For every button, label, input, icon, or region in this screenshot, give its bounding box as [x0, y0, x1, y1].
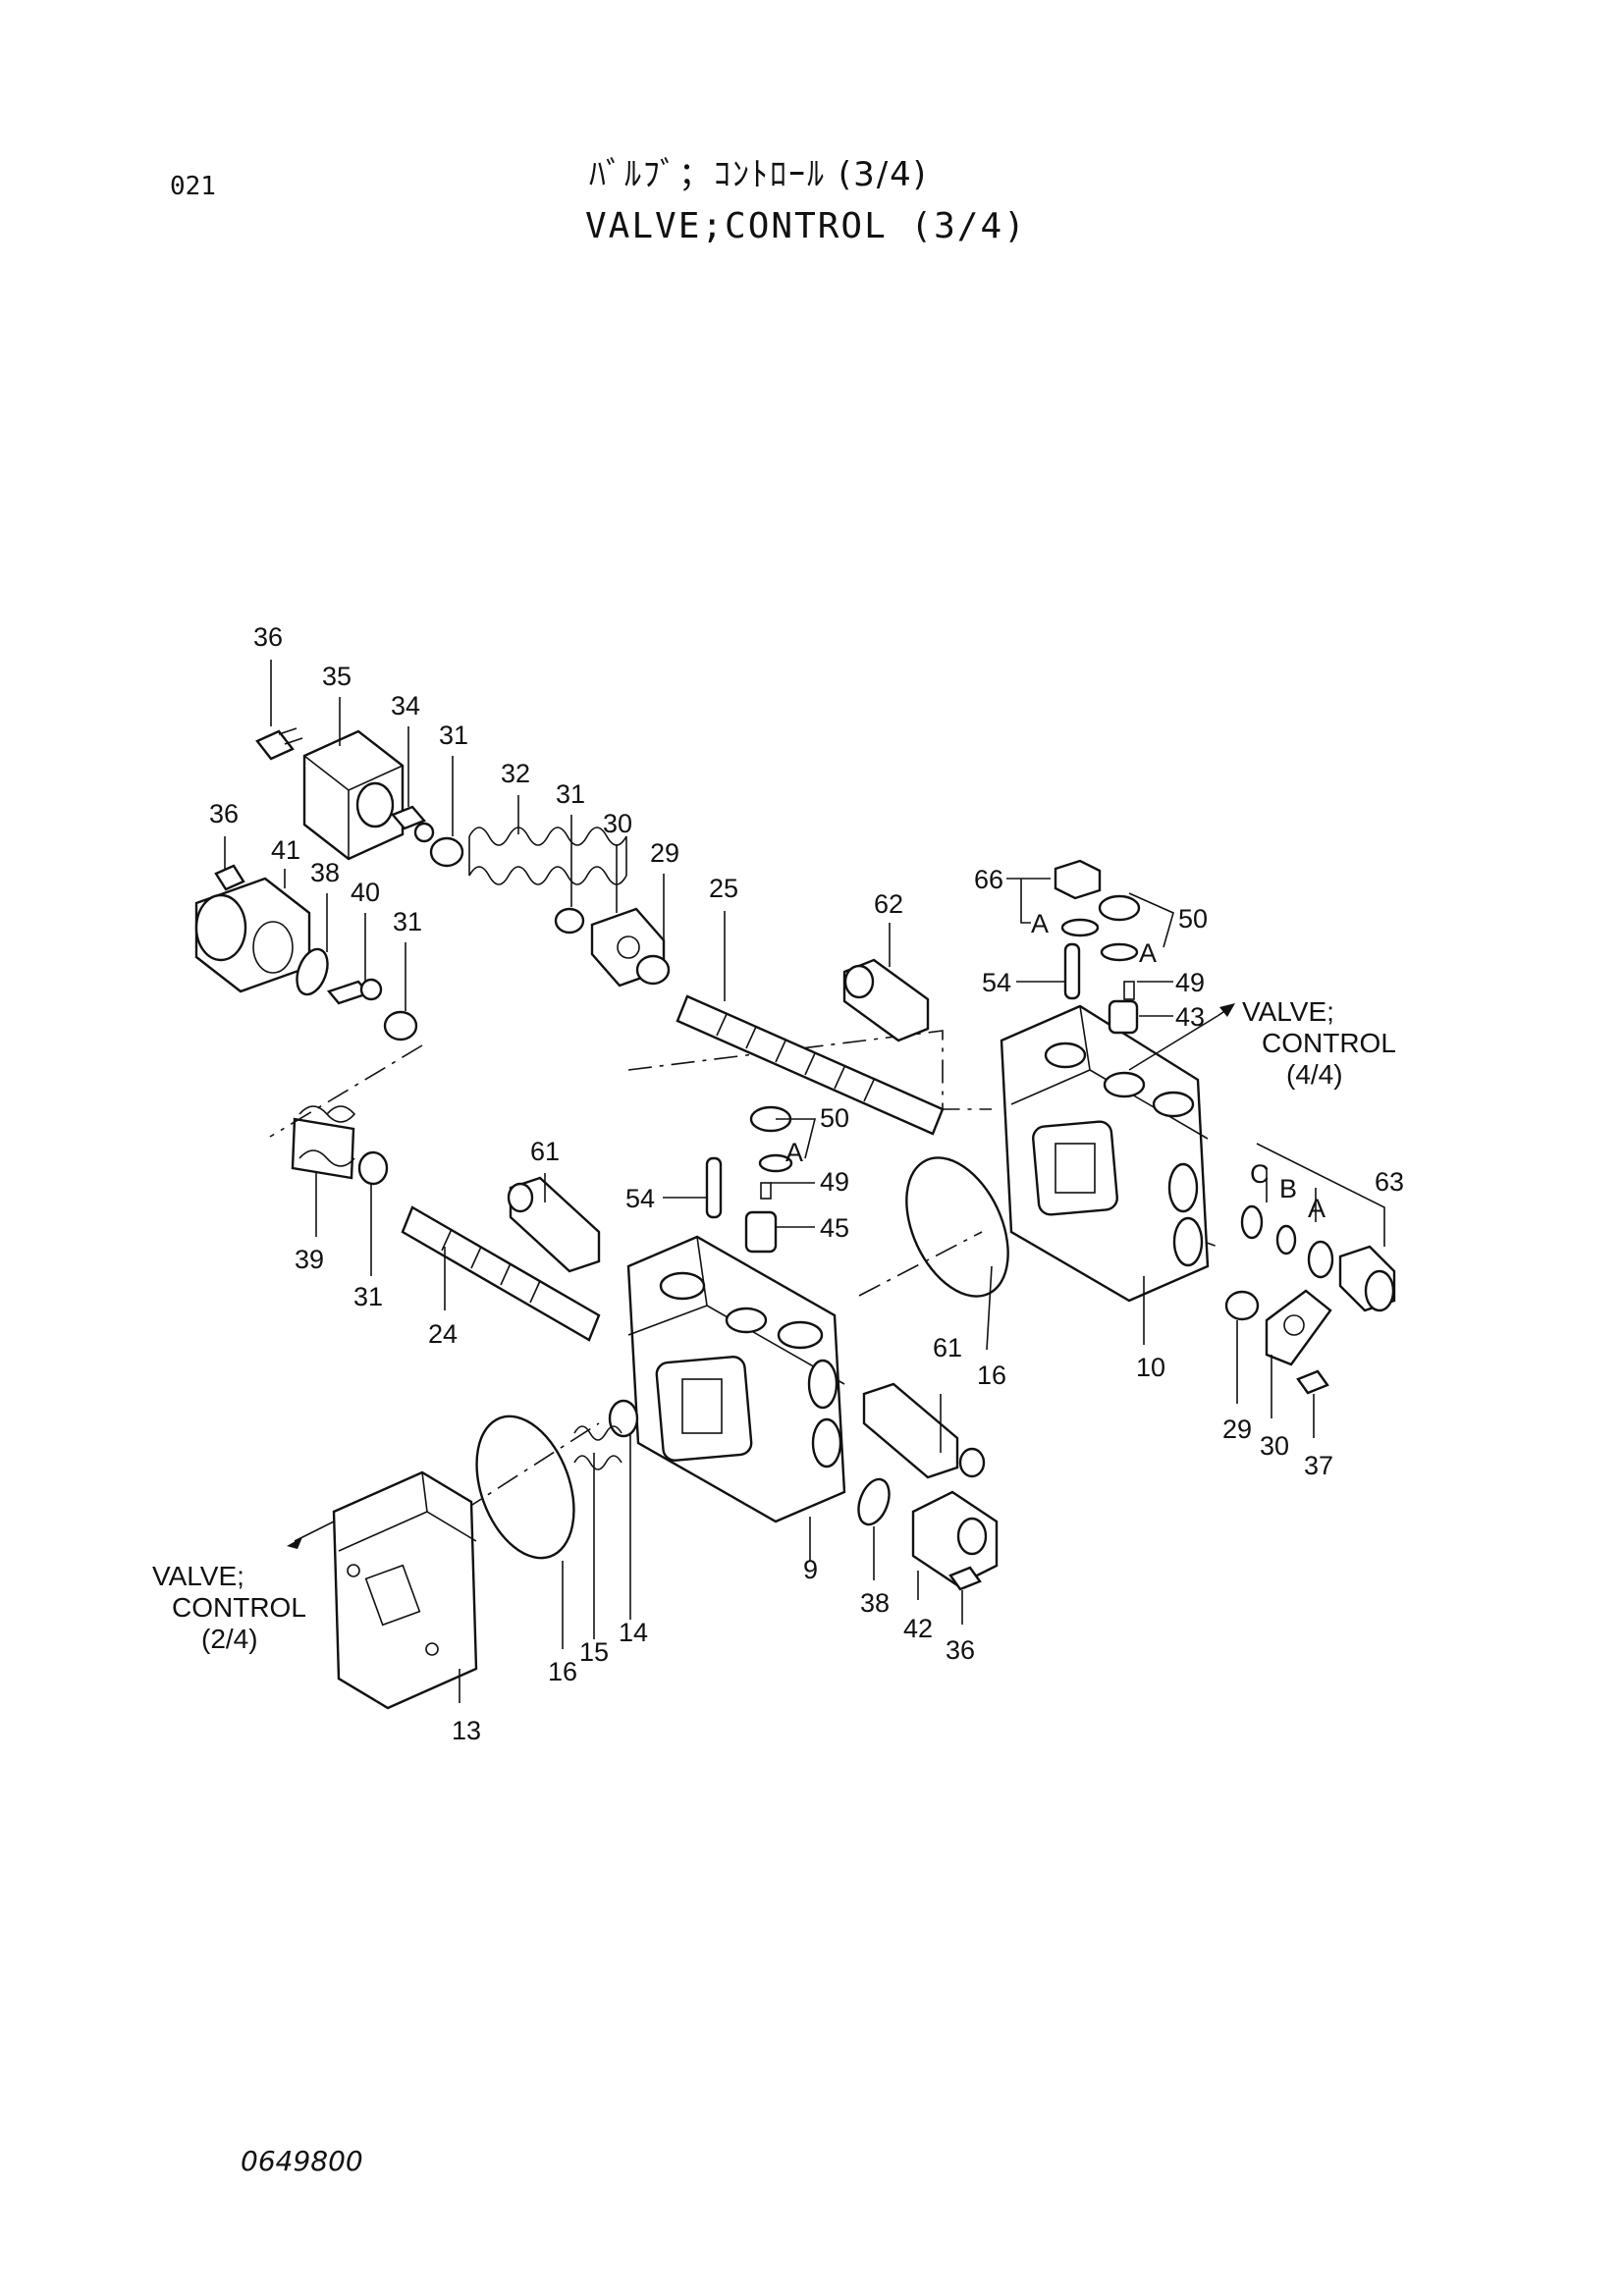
callout-42: 42: [903, 1614, 933, 1643]
valve-body-10: [1000, 1004, 1210, 1303]
callout-36c: 36: [946, 1635, 975, 1665]
callout-63: 63: [1375, 1167, 1404, 1197]
upper-spring-assembly: [255, 727, 671, 988]
callout-49b: 49: [820, 1167, 849, 1197]
plug-62: [842, 958, 930, 1042]
callout-31a: 31: [439, 721, 468, 750]
callout-30b: 30: [1260, 1431, 1289, 1461]
callout-10: 10: [1136, 1353, 1165, 1382]
callout-38a: 38: [310, 858, 340, 887]
title-japanese: ﾊﾞﾙﾌﾞ；ｺﾝﾄﾛｰﾙ (3/4): [589, 155, 929, 194]
lower-right-cap: [857, 1477, 999, 1591]
callout-49a: 49: [1175, 968, 1205, 997]
callout-34: 34: [391, 691, 420, 721]
callout-labels: 36 35 34 31 32 31 30 29 25 36 41 38 40 3…: [209, 622, 1404, 1745]
callout-61a: 61: [530, 1137, 560, 1166]
callout-45: 45: [820, 1213, 849, 1243]
document-code: 0649800: [241, 2145, 363, 2177]
oring-16-upper: [905, 1156, 1009, 1298]
spring-32: [468, 827, 627, 885]
xref-valve-control-2-4: VALVE; CONTROL (2/4): [152, 1561, 306, 1654]
middle-top-parts: [705, 1105, 793, 1254]
callout-36a: 36: [253, 622, 283, 652]
xref-valve-control-4-4: VALVE; CONTROL (4/4): [1242, 996, 1396, 1090]
page-number: 021: [170, 172, 216, 201]
leader-lines: [224, 660, 1385, 1703]
valve-body-9: [626, 1235, 846, 1523]
callout-9: 9: [803, 1555, 818, 1584]
callout-31c: 31: [393, 907, 422, 936]
callout-25: 25: [709, 874, 738, 903]
callout-50a: 50: [1178, 904, 1208, 934]
callout-C: C: [1250, 1159, 1270, 1189]
callout-39: 39: [295, 1245, 324, 1274]
left-cap-assembly: [194, 864, 418, 1041]
callout-50b: 50: [820, 1103, 849, 1133]
oring-16-lower: [475, 1415, 575, 1560]
title-english: VALVE;CONTROL (3/4): [585, 206, 1027, 246]
callout-31d: 31: [353, 1282, 383, 1311]
spring-14-15: [573, 1399, 639, 1470]
svg-text:CONTROL: CONTROL: [1262, 1028, 1396, 1058]
callout-37: 37: [1304, 1451, 1333, 1480]
end-cover-13: [332, 1470, 478, 1710]
spool-25: [676, 994, 945, 1136]
callout-30a: 30: [603, 809, 632, 838]
svg-text:VALVE;: VALVE;: [152, 1561, 244, 1591]
callout-A4: A: [1308, 1194, 1325, 1223]
callout-24: 24: [428, 1319, 458, 1349]
callout-A1: A: [1031, 909, 1049, 938]
svg-text:(2/4): (2/4): [201, 1624, 258, 1654]
callout-35: 35: [322, 662, 352, 691]
callout-38b: 38: [860, 1588, 890, 1618]
callout-66: 66: [974, 865, 1003, 894]
callout-40: 40: [351, 878, 380, 907]
callout-B: B: [1279, 1174, 1297, 1203]
callout-15: 15: [579, 1637, 609, 1667]
callout-31b: 31: [556, 779, 585, 809]
callout-13: 13: [452, 1716, 481, 1745]
plug-61-upper: [507, 1176, 601, 1273]
callout-A3: A: [785, 1138, 803, 1167]
svg-text:VALVE;: VALVE;: [1242, 996, 1334, 1027]
right-top-parts: [1054, 859, 1141, 1035]
callout-29b: 29: [1222, 1415, 1252, 1444]
callout-14: 14: [619, 1618, 648, 1647]
callout-29a: 29: [650, 838, 679, 868]
callout-41: 41: [271, 835, 300, 865]
callout-61b: 61: [933, 1333, 962, 1362]
callout-16a: 16: [977, 1361, 1006, 1390]
callout-43: 43: [1175, 1002, 1205, 1032]
callout-36b: 36: [209, 799, 239, 828]
right-side-seals: [1224, 1204, 1396, 1395]
callout-A2: A: [1139, 938, 1157, 968]
callout-16b: 16: [548, 1657, 577, 1686]
lower-spool-assembly: [291, 1105, 601, 1342]
callout-62: 62: [874, 889, 903, 919]
svg-text:CONTROL: CONTROL: [172, 1592, 306, 1623]
plug-61-lower: [862, 1382, 986, 1479]
svg-text:(4/4): (4/4): [1286, 1059, 1343, 1090]
callout-54b: 54: [625, 1184, 655, 1213]
callout-54a: 54: [982, 968, 1011, 997]
callout-32: 32: [501, 759, 530, 788]
